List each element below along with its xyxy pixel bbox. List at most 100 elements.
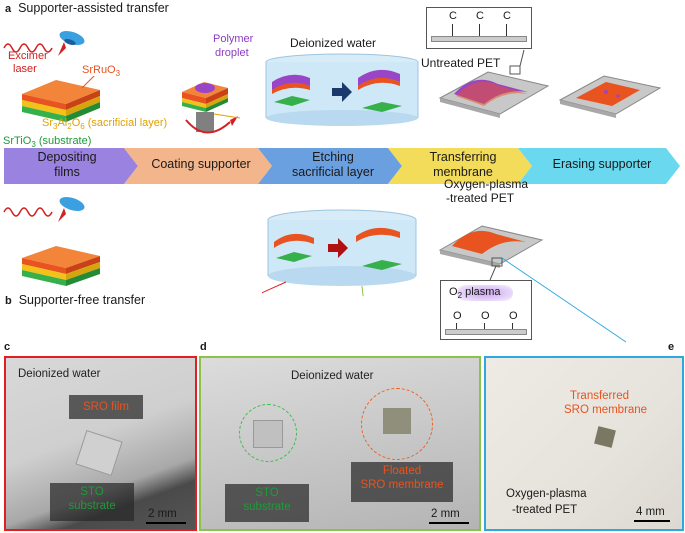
panel-a-title: Supporter-assisted transfer [18, 1, 169, 15]
photo-d-sro-box: Floated SRO membrane [351, 462, 453, 502]
sao-label: Sr3Al2O6 (sacrificial layer) [42, 117, 167, 133]
sao-s3: 6 [80, 122, 85, 132]
panel-d-letter: d [200, 341, 207, 353]
photo-c-sro-box: SRO film [69, 395, 143, 419]
bond-1 [452, 24, 453, 36]
o-bond-3 [512, 323, 513, 329]
sto-t1: SrTiO [3, 135, 32, 147]
o2-t2: plasma [462, 286, 501, 298]
photo-e-pet-1: Oxygen-plasma [506, 488, 587, 500]
water-beaker-b [262, 209, 417, 296]
process-step-line1-1: Depositing [37, 150, 97, 164]
process-step-3 [258, 148, 402, 184]
oxygen-pet-sheet [438, 225, 627, 343]
water-beaker-a [265, 53, 419, 126]
process-step-5 [518, 148, 680, 184]
photo-e-sample [594, 426, 616, 448]
carbon-3: C [503, 10, 511, 22]
photo-c: Deionized water SRO film STO substrate 2… [4, 356, 197, 531]
photo-c-sto-box: STO substrate [50, 483, 134, 521]
process-step-line2-4: membrane [433, 165, 493, 179]
film-stack-a [22, 76, 100, 122]
excimer-label-1: Excimer [8, 50, 48, 62]
photo-c-sro-label: SRO film [83, 401, 129, 413]
o2-plasma-inset: O2 plasma O O O [440, 280, 532, 340]
process-arrow [4, 148, 680, 184]
process-step-label-5: Erasing supporter [542, 157, 662, 172]
sro-label: SrRuO3 [82, 64, 120, 80]
process-step-line1-2: Coating supporter [151, 157, 251, 171]
process-step-label-2: Coating supporter [141, 157, 261, 172]
process-step-4 [388, 148, 532, 184]
process-step-2 [124, 148, 272, 184]
sro-label-sub: 3 [115, 69, 121, 79]
photo-c-scalebar [146, 522, 186, 524]
oxygen-pet-label-1: Oxygen-plasma [444, 177, 529, 191]
photo-d-sro-l1: Floated [382, 465, 422, 477]
bond-2 [479, 24, 480, 36]
spin-coater-icon [182, 82, 241, 134]
photo-c-sample [75, 430, 123, 476]
photo-e-caption-1: Transferred [570, 390, 630, 402]
photo-d-scalebar [429, 522, 469, 524]
excimer-laser-top-icon [3, 31, 85, 56]
sao-t4: (sacrificial layer) [84, 117, 168, 129]
polymer-label-1: Polymer [213, 33, 254, 45]
oxygen-3: O [509, 310, 518, 322]
process-step-line2-1: films [54, 165, 80, 179]
photo-d-sro-circle [361, 388, 433, 460]
o2-t1: O [449, 286, 458, 298]
process-step-line1-5: Erasing supporter [552, 157, 652, 171]
panel-a-heading: a Supporter-assisted transfer [5, 2, 169, 16]
sto-s1: 3 [31, 140, 36, 150]
photo-e-pet-2: -treated PET [512, 504, 578, 516]
photo-e-caption-2: SRO membrane [564, 404, 648, 416]
oxygen-1: O [453, 310, 462, 322]
water-label-a: Deionized water [290, 36, 377, 50]
process-step-line1-3: Etching [312, 150, 354, 164]
o2-plasma-label: O2 plasma [449, 286, 501, 302]
oxygen-2: O [481, 310, 490, 322]
sao-s2: 2 [67, 122, 72, 132]
o-bond-2 [484, 323, 485, 329]
photo-c-caption: Deionized water [18, 368, 101, 380]
untreated-pet-label: Untreated PET [421, 56, 501, 70]
o-bond-1 [456, 323, 457, 329]
sao-t3: O [71, 117, 81, 129]
sto-t2: (substrate) [35, 135, 92, 147]
panel-e-letter: e [668, 341, 675, 353]
sao-s1: 3 [53, 122, 58, 132]
polymer-label-2: droplet [215, 47, 249, 59]
carbon-2: C [476, 10, 484, 22]
photo-e-scalebar [634, 520, 670, 522]
untreated-pet-sheet [438, 49, 550, 118]
process-step-line2-3: sacrificial layer [292, 165, 374, 179]
sao-t1: Sr [42, 117, 53, 129]
photo-d-sro-sample [383, 408, 411, 434]
process-step-1 [4, 148, 138, 184]
sro-label-text: SrRuO [82, 64, 116, 76]
pet-surface-b [445, 329, 527, 335]
o2-s1: 2 [457, 291, 463, 301]
photo-d-sto-circle [239, 404, 297, 462]
sao-t2: Al [57, 117, 68, 129]
excimer-label-2: laser [13, 63, 37, 75]
photo-e-scale-label: 4 mm [636, 506, 665, 518]
panel-c-letter: c [4, 341, 11, 353]
pet-surface [431, 36, 527, 42]
panel-a-letter: a [5, 3, 12, 15]
photo-d-caption: Deionized water [291, 370, 374, 382]
photo-d: Deionized water STO substrate Floated SR… [199, 356, 481, 531]
oxygen-pet-label-2: -treated PET [446, 191, 515, 205]
photo-e: Transferred SRO membrane Oxygen-plasma -… [484, 356, 684, 531]
plasma-glow [457, 285, 513, 301]
sto-label: SrTiO3 (substrate) [3, 135, 91, 151]
film-stack-b [22, 246, 100, 286]
photo-d-sto-l2: substrate [243, 501, 291, 513]
photo-c-sto-l1: STO [80, 486, 104, 498]
panel-b-title: Supporter-free transfer [18, 293, 146, 307]
panel-b-letter: b [5, 295, 12, 307]
